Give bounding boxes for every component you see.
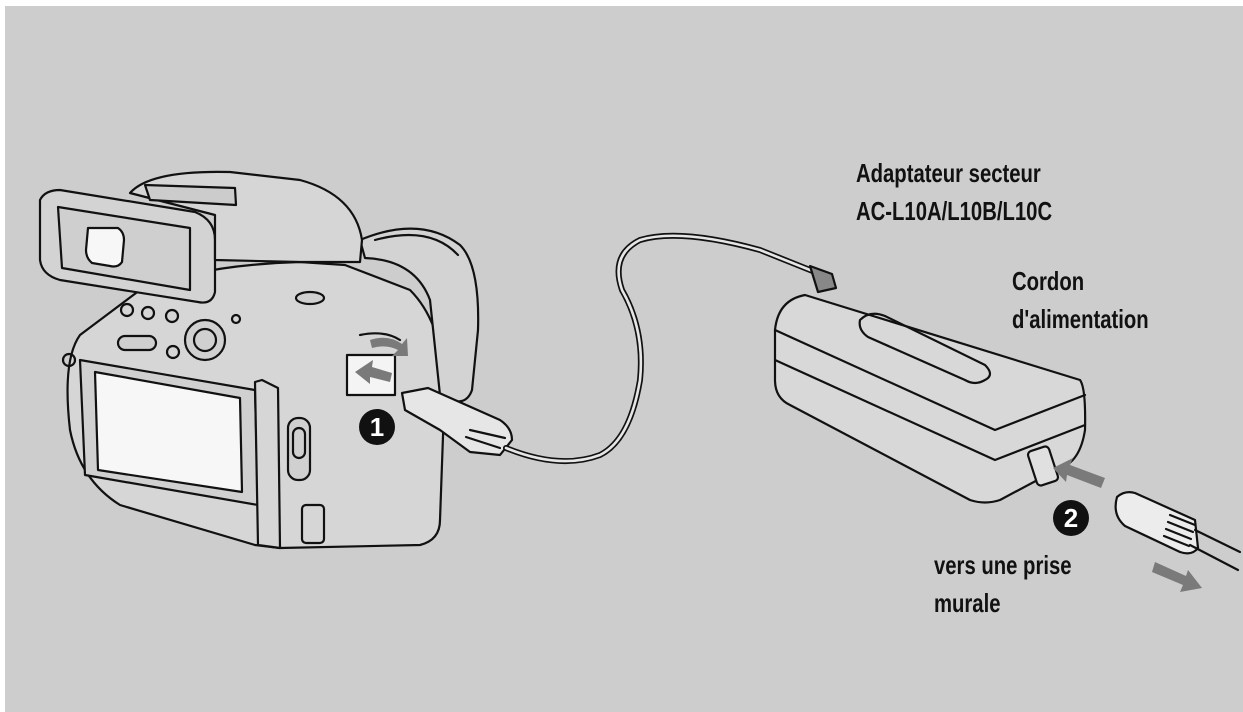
cord-label-line1: Cordon	[1012, 266, 1085, 296]
outlet-label-line2: murale	[934, 588, 1001, 618]
arrow-insert-adapter-icon	[1053, 458, 1105, 488]
arrow-open-cover-icon	[370, 337, 408, 356]
direction-arrows	[355, 337, 1202, 592]
ac-adapter-icon	[773, 293, 1087, 504]
arrow-insert-camera-icon	[355, 360, 392, 384]
outlet-label-line1: vers une prise	[934, 550, 1072, 580]
step-2-badge: 2	[1053, 500, 1089, 536]
dc-plug-icon	[400, 232, 838, 465]
camera-icon	[38, 170, 480, 550]
adapter-label-line1: Adaptateur secteur	[856, 158, 1041, 188]
arrow-to-outlet-icon	[1152, 562, 1202, 592]
cord-label-line2: d'alimentation	[1012, 304, 1149, 334]
mains-plug-icon	[1114, 491, 1242, 572]
adapter-label-line2: AC-L10A/L10B/L10C	[856, 196, 1053, 226]
step-1-badge: 1	[359, 409, 395, 445]
